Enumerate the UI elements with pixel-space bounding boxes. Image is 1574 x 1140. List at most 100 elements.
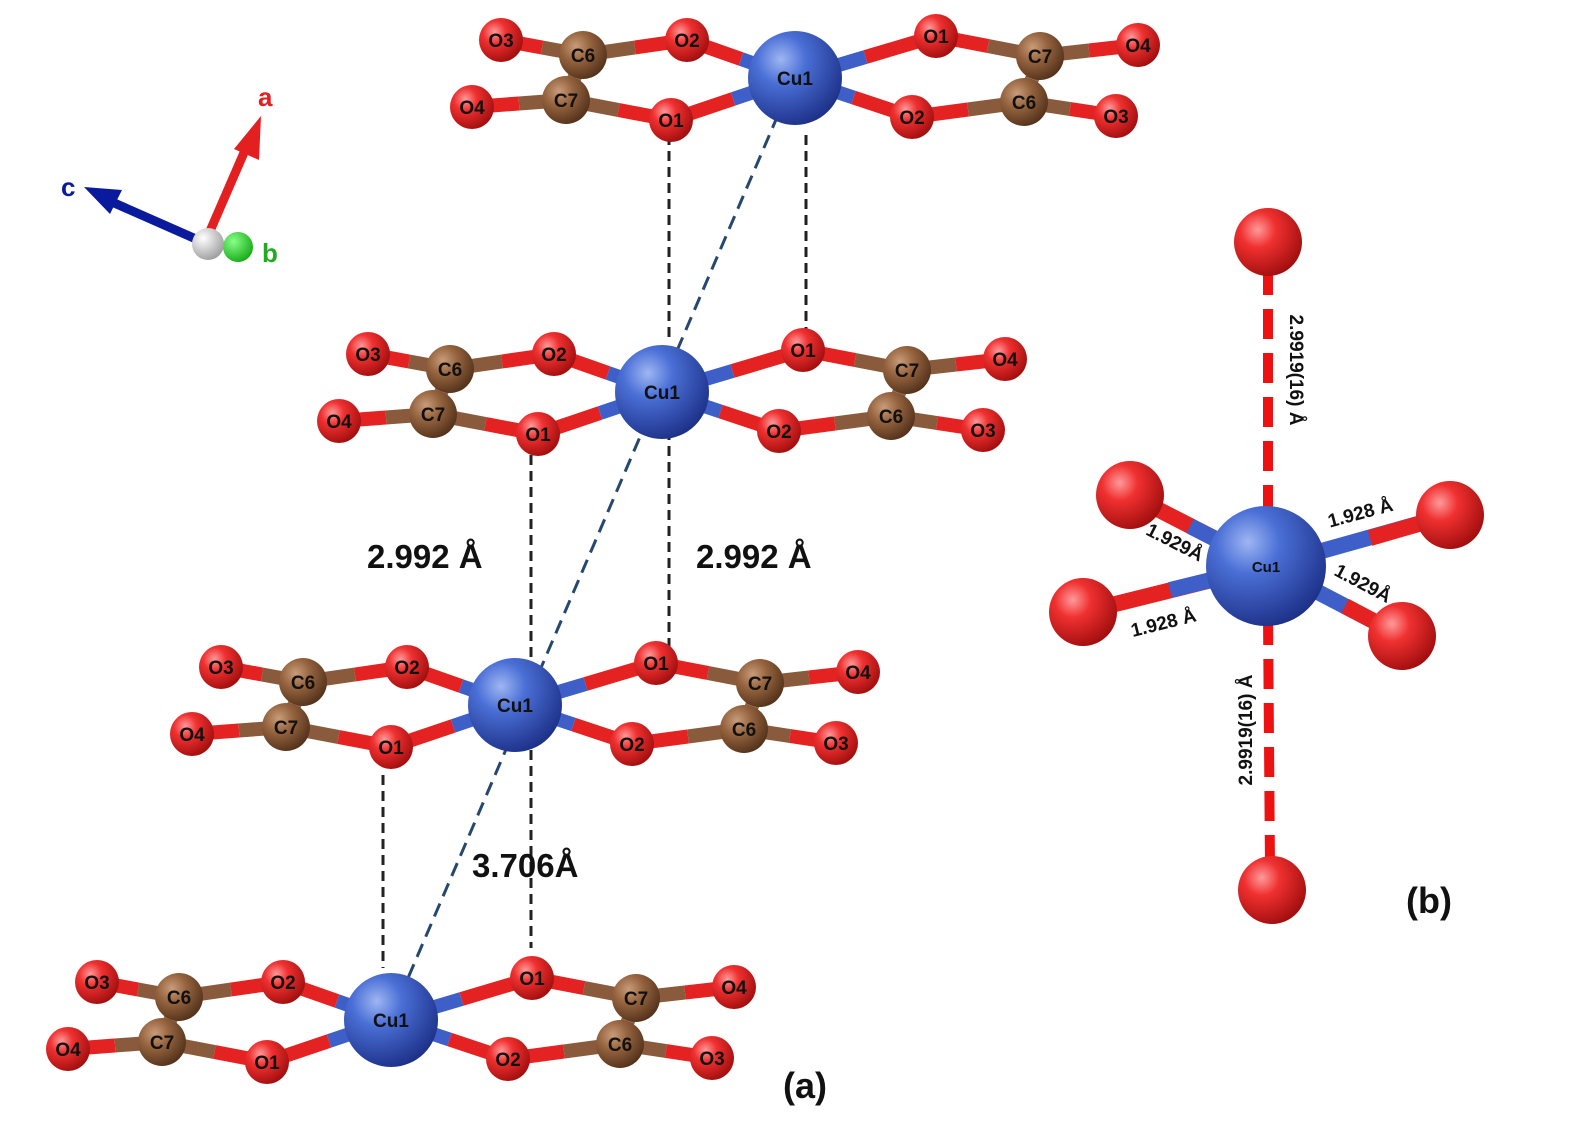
atom-label: C7 bbox=[274, 718, 298, 739]
distance-label-cu-cu: 3.706Å bbox=[472, 847, 578, 884]
oxygen-atom bbox=[479, 18, 523, 62]
oxygen-atom bbox=[634, 641, 678, 685]
atom-label: O4 bbox=[459, 98, 485, 119]
atom-label: C6 bbox=[167, 988, 191, 1009]
oxygen-atom bbox=[610, 722, 654, 766]
oxygen-atom bbox=[961, 408, 1005, 452]
carbon-atom bbox=[596, 1020, 644, 1068]
atom-label: C6 bbox=[732, 720, 756, 741]
copper-atom bbox=[468, 658, 562, 752]
atom-label: O1 bbox=[378, 738, 404, 759]
oxygen-atom bbox=[781, 328, 825, 372]
atom-label: O1 bbox=[923, 27, 949, 48]
atom-label: C7 bbox=[150, 1033, 174, 1054]
oxygen-atom bbox=[814, 721, 858, 765]
oxygen-atom bbox=[890, 95, 934, 139]
axis-a-arrow bbox=[202, 146, 251, 240]
oxygen-atom bbox=[261, 960, 305, 1004]
atom-label: O3 bbox=[355, 345, 380, 366]
axis-a-label: a bbox=[258, 82, 273, 112]
atom-label: C6 bbox=[608, 1035, 632, 1056]
atom-label: O2 bbox=[674, 31, 699, 52]
axial-bond-bottom bbox=[1263, 614, 1275, 869]
carbon-atom bbox=[542, 76, 590, 124]
carbon-atom bbox=[612, 974, 660, 1022]
atom-label: Cu1 bbox=[777, 69, 813, 90]
atom-label: O1 bbox=[658, 111, 684, 132]
interlayer-contacts bbox=[381, 114, 808, 986]
oxygen-atom bbox=[75, 960, 119, 1004]
atom-label: O1 bbox=[790, 341, 816, 362]
carbon-atom bbox=[559, 31, 607, 79]
atom-label: O3 bbox=[208, 658, 233, 679]
copper-atom bbox=[748, 31, 842, 125]
carbon-atom bbox=[1016, 32, 1064, 80]
atom-label: O1 bbox=[519, 969, 545, 990]
atom-label: C7 bbox=[748, 674, 772, 695]
distance-label-right: 2.992 Å bbox=[696, 538, 812, 575]
atom-label: C6 bbox=[1012, 93, 1036, 114]
carbon-atom bbox=[262, 703, 310, 751]
atom-label: O2 bbox=[619, 735, 644, 756]
atom-label: Cu1 bbox=[644, 383, 680, 404]
distance-label-left: 2.992 Å bbox=[367, 538, 483, 575]
carbon-atom bbox=[409, 390, 457, 438]
carbon-atom bbox=[736, 659, 784, 707]
atom-label: O2 bbox=[270, 973, 295, 994]
eq-label-lower-left: 1.928 Å bbox=[1129, 605, 1199, 642]
oxygen-atom bbox=[983, 337, 1027, 381]
panel-a-label: (a) bbox=[783, 1065, 827, 1106]
atom-label: O3 bbox=[970, 421, 995, 442]
atom-label: C7 bbox=[895, 361, 919, 382]
axis-c-arrow bbox=[110, 197, 207, 248]
atom-label: O3 bbox=[84, 973, 109, 994]
panel-b-label: (b) bbox=[1406, 880, 1452, 921]
atom-label: O4 bbox=[992, 350, 1018, 371]
oxygen-atom bbox=[665, 18, 709, 62]
atom-label: C6 bbox=[879, 407, 903, 428]
oxygen-atom bbox=[199, 645, 243, 689]
oxygen-atom bbox=[532, 332, 576, 376]
atom-label: O2 bbox=[495, 1050, 520, 1071]
oxygen-atom bbox=[385, 645, 429, 689]
carbon-atom bbox=[867, 392, 915, 440]
oxygen-atom bbox=[245, 1040, 289, 1084]
atom-label: C7 bbox=[554, 91, 578, 112]
carbon-atom bbox=[883, 346, 931, 394]
carbon-atom bbox=[426, 345, 474, 393]
panel-b-octahedron: Cu1 2.9919(16) Å 2.9919(16) Å 1.929Å 1.9… bbox=[1049, 208, 1484, 924]
oxygen-atom bbox=[836, 650, 880, 694]
atom-label: C6 bbox=[291, 673, 315, 694]
oxygen-atom bbox=[1116, 23, 1160, 67]
oxygen-atom bbox=[317, 399, 361, 443]
atom-label: C7 bbox=[421, 405, 445, 426]
atom-label: O4 bbox=[721, 978, 747, 999]
atom-label: O2 bbox=[394, 658, 419, 679]
carbon-atom bbox=[155, 973, 203, 1021]
axis-b-sphere bbox=[223, 232, 253, 262]
atom-label: O2 bbox=[899, 108, 924, 129]
atom-label: C6 bbox=[571, 46, 595, 67]
axis-origin-sphere bbox=[192, 228, 224, 260]
atom-label: O2 bbox=[766, 422, 791, 443]
atom-label: Cu1 bbox=[497, 696, 533, 717]
atom-label: C6 bbox=[438, 360, 462, 381]
oxygen-atom bbox=[690, 1036, 734, 1080]
oxygen-atom bbox=[510, 956, 554, 1000]
atom-label: O1 bbox=[254, 1053, 280, 1074]
cu-label-b: Cu1 bbox=[1252, 559, 1280, 576]
atom-label: Cu1 bbox=[373, 1011, 409, 1032]
carbon-atom bbox=[138, 1018, 186, 1066]
axis-c-label: c bbox=[61, 172, 75, 202]
carbon-atom bbox=[279, 658, 327, 706]
axis-b-label: b bbox=[262, 238, 278, 268]
atom-label: O3 bbox=[699, 1049, 724, 1070]
oxygen-atom bbox=[1096, 461, 1164, 529]
atom-label: O4 bbox=[179, 725, 205, 746]
oxygen-atom bbox=[914, 14, 958, 58]
